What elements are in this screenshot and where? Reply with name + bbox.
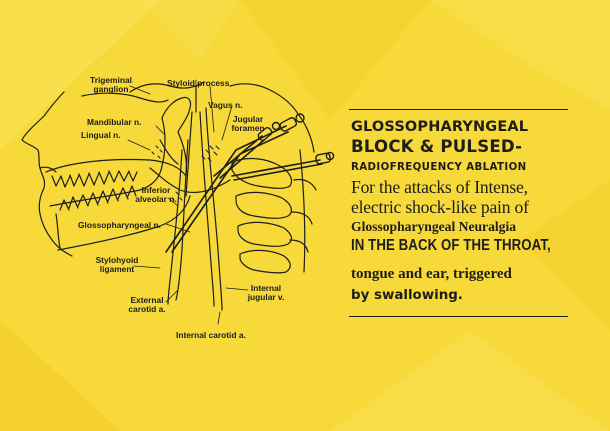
headline-line-3: RADIOFREQUENCY ABLATION: [351, 162, 527, 173]
label-glossopharyngeal-n: Glossopharyngeal n.: [78, 220, 161, 230]
lower-teeth: [59, 185, 137, 211]
cervical-vertebrae: [231, 157, 317, 274]
label-vagus-n: Vagus n.: [208, 100, 243, 110]
upper-teeth: [51, 170, 138, 188]
label-inferior-alveolar-n: Inferior alveolar n.: [135, 185, 177, 204]
headline-line-8: tongue and ear, triggered: [351, 266, 512, 282]
top-rule: [349, 109, 568, 110]
maxilla: [45, 158, 187, 177]
probe-needles: [165, 125, 323, 253]
label-jugular-foramen: Jugular foramen: [231, 114, 265, 133]
probe-tip-marks: [151, 145, 220, 201]
headline-line-9: by swallowing.: [351, 288, 463, 303]
label-internal-carotid-a: Internal carotid a.: [176, 330, 246, 340]
headline-line-4: For the attacks of Intense,: [351, 177, 528, 197]
face-profile: [21, 91, 73, 257]
label-internal-jugular-v: Internal jugular v.: [247, 283, 285, 302]
label-mandibular-n: Mandibular n.: [87, 117, 142, 127]
headline-line-6: Glossopharyngeal Neuralgia: [351, 219, 517, 234]
headline-line-5: electric shock-like pain of: [351, 197, 529, 217]
label-styloid-process: Styloid process: [167, 78, 230, 88]
probe-handles: [257, 113, 335, 165]
skull-base: [81, 92, 169, 103]
label-external-carotid-a: External carotid a.: [128, 295, 166, 314]
headline-line-1: GLOSSOPHARYNGEAL: [351, 119, 529, 135]
headline-line-7: IN THE BACK OF THE THROAT,: [351, 237, 551, 254]
headline-line-2: BLOCK & PULSED-: [351, 137, 523, 156]
mandible: [49, 117, 166, 207]
label-stylohyoid-ligament: Stylohyoid ligament: [95, 255, 139, 274]
styloid-process-line: [185, 85, 197, 197]
bottom-rule: [349, 316, 568, 317]
leader-lines: [127, 79, 249, 325]
label-trigeminal-ganglion: Trigeminal ganglion: [90, 75, 132, 94]
label-lingual-n: Lingual n.: [81, 130, 121, 140]
